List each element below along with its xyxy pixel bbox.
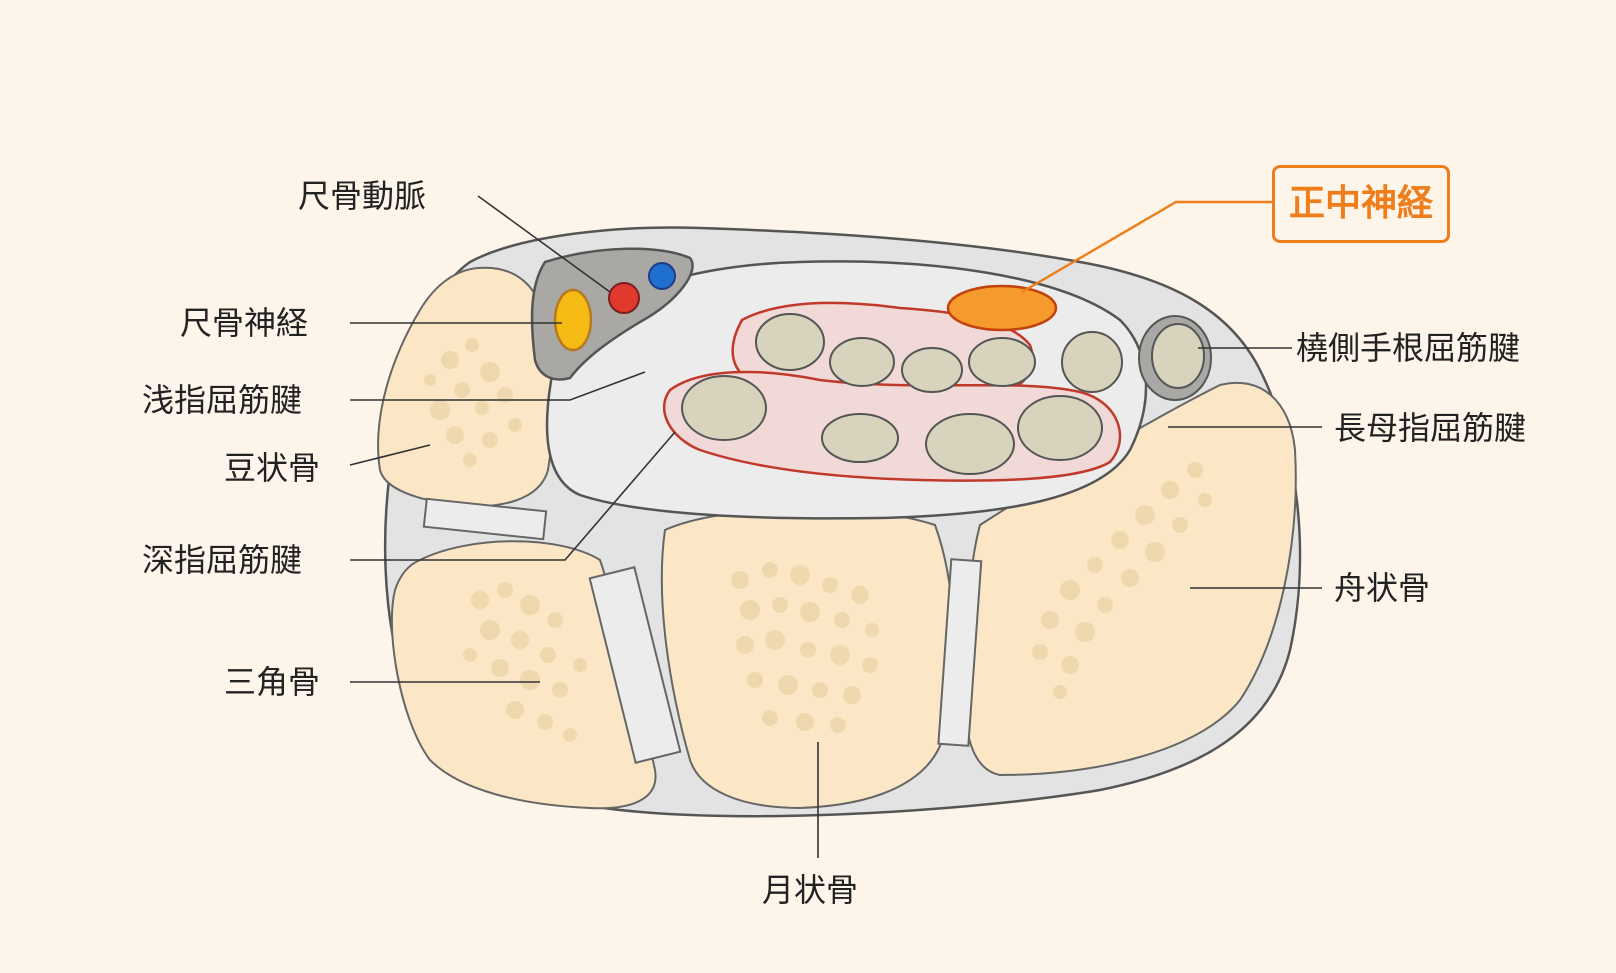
label-fcr-tendon: 橈側手根屈筋腱 (1296, 329, 1521, 367)
fcr-tendon (1151, 323, 1205, 389)
fpl-tendon (1061, 331, 1123, 393)
fdp-tendon-1 (681, 375, 767, 441)
pisiform-pores (424, 338, 522, 467)
ulnar-nerve (553, 288, 593, 352)
leader-ulnar-artery (477, 195, 611, 293)
label-fdp-tendon: 深指屈筋腱 (142, 541, 303, 579)
ligament-3 (422, 497, 548, 541)
fds-tendons (755, 313, 1036, 393)
label-ulnar-nerve: 尺骨神経 (180, 304, 309, 342)
label-lunate: 月状骨 (762, 871, 859, 909)
ligament-2 (937, 558, 983, 747)
lunate-bone (660, 507, 955, 810)
label-fds-tendon: 浅指屈筋腱 (142, 381, 303, 419)
leader-fds (350, 371, 646, 401)
leader-fdp (350, 431, 676, 561)
fds-tendon-2 (829, 337, 895, 387)
leader-lines (349, 195, 1322, 858)
ligament-1 (588, 566, 682, 764)
label-pisiform: 豆状骨 (224, 449, 321, 487)
fdp-tendon-3 (925, 413, 1015, 475)
triquetrum-pores (463, 582, 587, 742)
label-scaphoid: 舟状骨 (1334, 569, 1431, 607)
label-fpl-tendon: 長母指屈筋腱 (1334, 409, 1527, 447)
median-nerve (946, 284, 1058, 332)
fdp-tendon-4 (1017, 395, 1103, 461)
fds-tendon-1 (755, 313, 825, 371)
label-median-nerve: 正中神経 (1272, 165, 1451, 243)
leader-median-nerve (1021, 200, 1272, 294)
scaphoid-pores (1032, 462, 1212, 699)
ulnar-artery (608, 282, 640, 314)
leader-pisiform (349, 444, 431, 466)
fdp-tendons (681, 375, 1103, 475)
lunate-pores (731, 562, 879, 733)
fds-tendon-3 (901, 347, 963, 393)
label-ulnar-artery: 尺骨動脈 (298, 177, 427, 215)
fds-tendon-4 (968, 337, 1036, 387)
label-triquetrum: 三角骨 (224, 663, 321, 701)
ulnar-vein (648, 262, 676, 290)
fdp-tendon-2 (821, 413, 899, 463)
